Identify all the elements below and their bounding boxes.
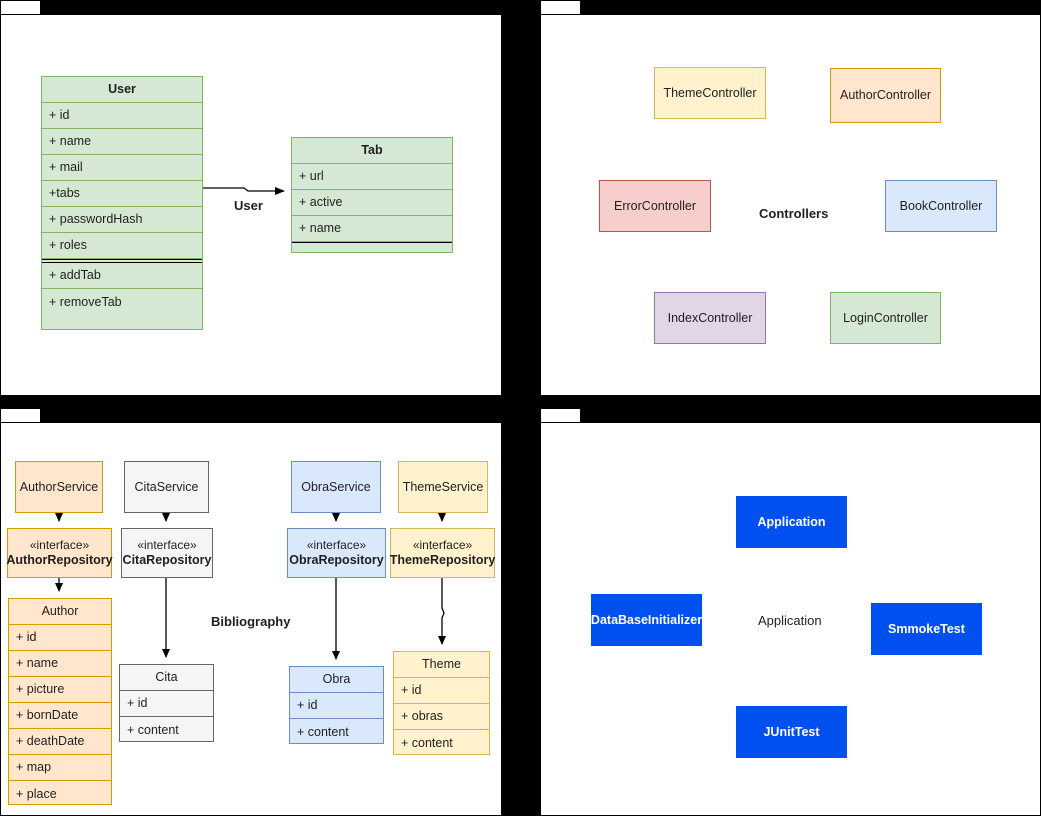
box-application[interactable]: Application — [736, 496, 847, 548]
uml-class-tab: Tab + url + active + name — [291, 137, 453, 253]
stereotype-label: «interface» — [412, 538, 473, 553]
uml-compartment-separator — [42, 259, 202, 263]
uml-attribute: + content — [127, 722, 179, 737]
uml-class-title: Author — [9, 599, 111, 625]
uml-class-title: Obra — [290, 667, 383, 693]
box-obra-service[interactable]: ObraService — [291, 461, 381, 513]
panel-user-tab: User + id + name + mail +tabs + password… — [0, 14, 502, 396]
uml-attribute: + name — [9, 651, 111, 677]
uml-method: + removeTab — [49, 294, 122, 309]
uml-attribute: + content — [297, 724, 349, 739]
box-author-service[interactable]: AuthorService — [15, 461, 103, 513]
box-theme-controller[interactable]: ThemeController — [654, 67, 766, 119]
uml-class-title: User — [42, 77, 202, 103]
stereotype-label: «interface» — [306, 538, 367, 553]
stereotype-label: «interface» — [137, 538, 197, 553]
uml-compartment-separator — [292, 242, 452, 246]
box-label: CitaRepository — [122, 553, 212, 567]
box-error-controller[interactable]: ErrorController — [599, 180, 711, 232]
uml-class-title: Theme — [394, 652, 489, 678]
uml-class-title: Cita — [120, 665, 213, 691]
edge-label-user: User — [234, 198, 263, 213]
uml-method: + addTab — [42, 263, 202, 289]
group-label-application: Application — [758, 613, 822, 628]
box-junit-test[interactable]: JUnitTest — [736, 706, 847, 758]
uml-attribute: + place — [16, 786, 57, 801]
uml-attribute: + passwordHash — [42, 207, 202, 233]
stereotype-label: «interface» — [29, 538, 90, 553]
uml-attribute: + id — [120, 691, 213, 717]
group-label-controllers: Controllers — [759, 206, 829, 221]
box-cita-repository[interactable]: «interface» CitaRepository — [121, 528, 213, 578]
uml-attribute: + deathDate — [9, 729, 111, 755]
panel-bibliography: AuthorService «interface» AuthorReposito… — [0, 422, 502, 816]
panel-controllers: ThemeController AuthorController ErrorCo… — [540, 14, 1041, 396]
uml-attribute: + name — [42, 129, 202, 155]
box-theme-repository[interactable]: «interface» ThemeRepository — [390, 528, 495, 578]
uml-class-theme: Theme + id + obras + content — [393, 651, 490, 755]
box-login-controller[interactable]: LoginController — [830, 292, 941, 344]
box-label: AuthorRepository — [6, 553, 113, 567]
uml-class-author: Author + id + name + picture + bornDate … — [8, 598, 112, 805]
uml-attribute: + name — [292, 216, 452, 242]
box-database-initializer[interactable]: DataBaseInitializer — [591, 594, 702, 646]
uml-class-obra: Obra + id + content — [289, 666, 384, 744]
uml-attribute: + mail — [42, 155, 202, 181]
box-label: ThemeRepository — [389, 553, 496, 567]
box-obra-repository[interactable]: «interface» ObraRepository — [287, 528, 386, 578]
box-cita-service[interactable]: CitaService — [124, 461, 209, 513]
uml-attribute: + url — [292, 164, 452, 190]
panel-application: Application DataBaseInitializer Applicat… — [540, 422, 1041, 816]
uml-class-cita: Cita + id + content — [119, 664, 214, 742]
box-author-repository[interactable]: «interface» AuthorRepository — [6, 528, 113, 578]
uml-attribute: + id — [290, 693, 383, 719]
uml-attribute: +tabs — [42, 181, 202, 207]
group-label-bibliography: Bibliography — [211, 614, 291, 629]
uml-attribute: + id — [394, 678, 489, 704]
uml-attribute: + id — [42, 103, 202, 129]
uml-attribute: + picture — [9, 677, 111, 703]
uml-attribute: + active — [292, 190, 452, 216]
box-book-controller[interactable]: BookController — [885, 180, 997, 232]
uml-class-title: Tab — [292, 138, 452, 164]
box-index-controller[interactable]: IndexController — [654, 292, 766, 344]
box-smmoke-test[interactable]: SmmokeTest — [871, 603, 982, 655]
uml-attribute: + content — [401, 735, 453, 750]
uml-attribute: + map — [9, 755, 111, 781]
uml-attribute: + roles — [42, 233, 202, 259]
uml-attribute: + id — [9, 625, 111, 651]
box-theme-service[interactable]: ThemeService — [398, 461, 488, 513]
box-author-controller[interactable]: AuthorController — [830, 68, 941, 123]
box-label: ObraRepository — [289, 553, 384, 567]
uml-attribute: + bornDate — [9, 703, 111, 729]
uml-class-user: User + id + name + mail +tabs + password… — [41, 76, 203, 330]
uml-attribute: + obras — [394, 704, 489, 730]
